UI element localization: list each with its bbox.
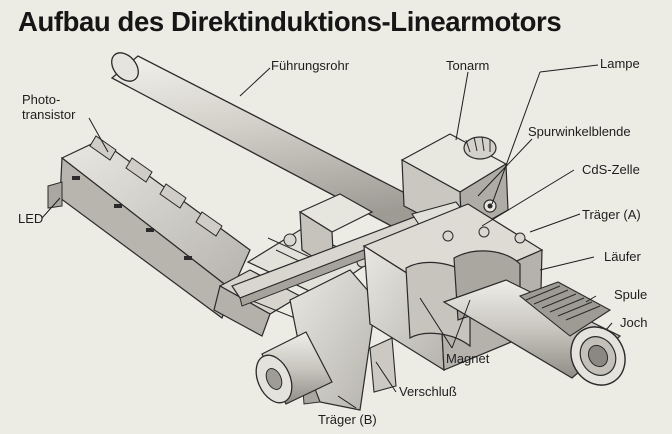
label-photo-transistor: Photo- transistor bbox=[22, 92, 75, 122]
lower-cylinder bbox=[255, 331, 333, 405]
label-coil: Spule bbox=[614, 287, 648, 302]
rotor-coil-yoke bbox=[442, 279, 626, 386]
label-photo-line1: Photo- bbox=[22, 92, 61, 107]
label-guide-tube: Führungsrohr bbox=[271, 58, 350, 73]
leader-lines bbox=[41, 64, 613, 409]
label-rotor: Läufer bbox=[604, 249, 641, 264]
label-track-angle-shutter: Spurwinkelblende bbox=[528, 124, 631, 139]
label-shutter: Verschluß bbox=[399, 384, 457, 399]
label-photo-line2: transistor bbox=[22, 107, 76, 122]
label-led: LED bbox=[18, 211, 44, 226]
photo-transistor-housing bbox=[47, 135, 251, 319]
label-yoke: Joch bbox=[620, 315, 648, 330]
label-magnet: Magnet bbox=[446, 351, 490, 366]
label-carrier-b: Träger (B) bbox=[318, 412, 377, 427]
label-carrier-a: Träger (A) bbox=[582, 207, 641, 222]
label-cds-cell: CdS-Zelle bbox=[582, 162, 640, 177]
shutter-rod bbox=[369, 337, 397, 393]
label-tonearm: Tonarm bbox=[446, 58, 490, 73]
label-lamp: Lampe bbox=[600, 56, 640, 71]
diagram-title: Aufbau des Direktinduktions-Linearmotors bbox=[18, 6, 562, 37]
